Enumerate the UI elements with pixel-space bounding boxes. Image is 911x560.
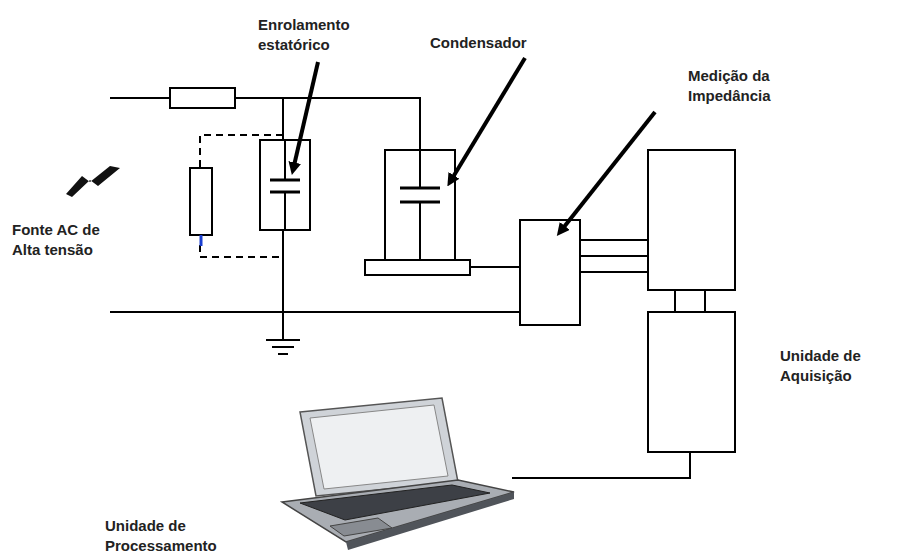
dashed-connection (200, 135, 283, 168)
callout-label: Medição da Impedância (688, 66, 788, 106)
instrument-box (648, 150, 735, 290)
leader-arrow (293, 62, 318, 170)
laptop-illustration (282, 398, 514, 550)
dashed-connection (200, 245, 283, 257)
blue-tick (200, 235, 203, 246)
capacitor-base (365, 260, 470, 275)
wire (110, 97, 170, 99)
callout-label: Condensador (430, 33, 550, 53)
wire (282, 230, 284, 340)
wire (110, 311, 520, 313)
wire (282, 98, 284, 140)
callout-label: Fonte AC de Alta tensão (12, 220, 112, 260)
coupler-box (675, 290, 705, 312)
lightning-symbol (66, 166, 120, 197)
capacitor-lead (419, 202, 421, 260)
measurement-box (520, 220, 580, 325)
capacitor-box (385, 150, 455, 260)
capacitor-plate (270, 179, 300, 182)
wire (580, 271, 648, 273)
ground-symbol (278, 353, 288, 355)
callout-label: Unidade de Aquisição (780, 346, 880, 386)
acquisition-box (648, 312, 735, 452)
cable (512, 452, 690, 478)
leader-arrow (560, 112, 655, 232)
leader-arrow (450, 58, 525, 182)
ground-symbol (266, 339, 300, 341)
callout-label: Enrolamento estatórico (258, 15, 362, 55)
wire (470, 266, 520, 268)
wire (580, 255, 648, 257)
winding-box (260, 140, 310, 230)
capacitor-lead (419, 150, 421, 188)
capacitor-plate (400, 187, 440, 190)
resistor-symbol (190, 168, 212, 235)
wire (580, 239, 648, 241)
resistor-symbol (170, 88, 235, 108)
callout-label: Unidade de Processamento (105, 516, 235, 556)
capacitor-lead (284, 140, 286, 180)
ground-symbol (272, 346, 294, 348)
capacitor-lead (284, 192, 286, 230)
